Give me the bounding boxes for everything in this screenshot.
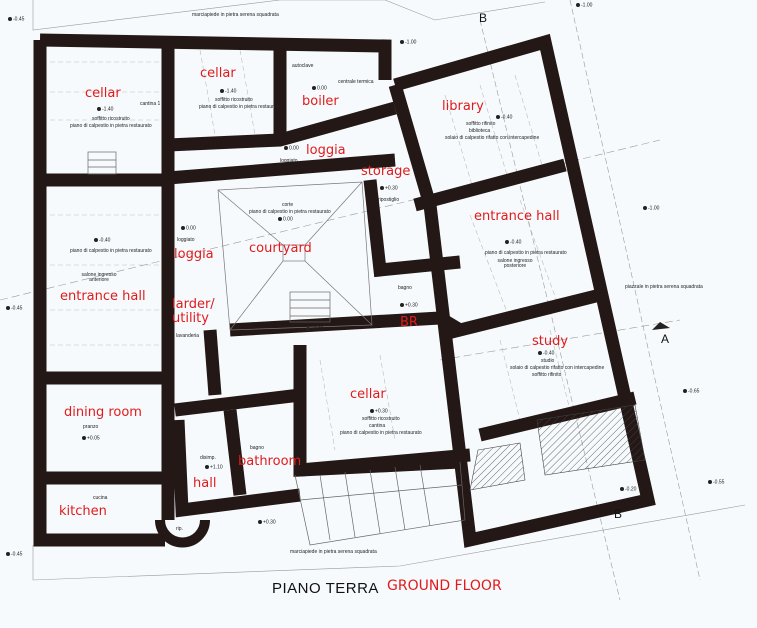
plan-title-english: GROUND FLOOR: [387, 578, 502, 594]
room-label-bathroom: bathroom: [238, 454, 302, 469]
annotation-salone-post-floor: piano di calpestio in pietra restaurato: [485, 250, 567, 256]
plan-title: PIANO TERRA: [272, 580, 379, 597]
annotation-centrale: centrale termica: [338, 79, 374, 85]
room-label-br: BR: [400, 315, 418, 330]
annotation-studio-floor: solaio di calpestio rifatto con intercap…: [510, 365, 605, 371]
tower-wall: [155, 519, 210, 548]
annotation-square: piazzale in pietra serena squadrata: [625, 284, 703, 290]
annotation-soffitto-north: soffitto ricostruito: [215, 97, 253, 103]
elevation-mark: 0.00: [312, 86, 327, 91]
room-label-library: library: [442, 99, 484, 114]
room-label-cellar-central: cellar: [350, 387, 386, 402]
elevation-mark: +0.05: [82, 436, 100, 441]
annotation-sidewalk-bottom: marciapiede in pietra serena squadrata: [290, 549, 377, 555]
ceiling-beams: [50, 49, 571, 451]
elevation-mark: +1.20: [306, 327, 324, 332]
annotation-corte: corte: [282, 202, 294, 208]
annotation-cantina: cantina: [369, 423, 386, 429]
annotation-lavanderia: lavanderia: [176, 333, 200, 339]
annotation-bagno-south: bagno: [250, 445, 264, 451]
elevation-mark: 0.00: [181, 226, 196, 231]
annotation-bagno: bagno: [398, 285, 412, 291]
elevation-mark: -1.00: [643, 206, 659, 211]
annotation-loggiato-north: loggiato: [280, 158, 298, 164]
annotation-biblioteca-floor: solaio di calpestio rifatto con intercap…: [445, 135, 540, 141]
annotation-cucina: cucina: [93, 495, 108, 501]
annotation-salone-ant-floor: piano di calpestio in pietra restaurato: [70, 248, 152, 254]
room-label-study: study: [532, 334, 569, 349]
room-label-dining-room: dining room: [64, 405, 142, 420]
elevation-mark: -1.00: [576, 3, 592, 8]
section-arrow-a: [652, 322, 670, 330]
elevation-mark: +0.30: [258, 520, 276, 525]
elevation-mark: -0.20: [620, 487, 636, 492]
room-label-loggia-west: loggia: [174, 247, 214, 262]
annotation-cantina-soffitto: soffitto ricostruito: [362, 416, 400, 422]
elevation-mark: -1.40: [97, 107, 113, 112]
elevation-mark: +0.30: [380, 186, 398, 191]
section-marker-a: A: [661, 332, 670, 346]
elevation-mark: 0.00: [278, 217, 293, 222]
annotation-biblioteca-soffitto: soffitto rifinito: [466, 121, 496, 127]
annotation-soffitto-west: soffitto ricostruito: [92, 116, 130, 122]
elevation-mark: -1.40: [220, 89, 236, 94]
annotation-rip: rip.: [176, 526, 183, 532]
room-label-courtyard: courtyard: [249, 241, 312, 256]
annotation-autoclave: autoclave: [292, 63, 314, 69]
courtyard-drawing: [217, 181, 373, 331]
room-label-cellar-west: cellar: [85, 86, 121, 101]
room-label-cellar-north: cellar: [200, 66, 236, 81]
room-label-storage: storage: [361, 164, 411, 179]
annotation-studio-soffitto: soffitto rifinito: [532, 372, 562, 378]
section-marker-b-top: B: [479, 11, 488, 25]
hatched-area: [536, 404, 646, 476]
elevation-mark: -0.40: [538, 351, 554, 356]
annotation-cantina1: cantina 1: [140, 101, 161, 107]
elevation-mark: -0.45: [6, 306, 22, 311]
annotation-corte-floor: piano di calpestio in pietra restaurato: [249, 209, 331, 215]
room-label-boiler: boiler: [302, 94, 339, 109]
elevation-mark: +0.30: [400, 303, 418, 308]
annotation-floor-west: piano di calpestio in pietra restaurato: [70, 123, 152, 129]
elevation-mark: 0.00: [284, 146, 299, 151]
elevation-mark: -0.55: [708, 480, 724, 485]
room-label-hall: hall: [193, 476, 217, 491]
room-label-loggia-north: loggia: [306, 143, 346, 158]
room-label-larder-utility: larder/ utility: [172, 297, 215, 327]
room-label-entrance-hall-west: entrance hall: [60, 289, 146, 304]
room-label-kitchen: kitchen: [59, 504, 107, 519]
annotation-studio: studio: [541, 358, 555, 364]
hatched-area: [469, 442, 526, 491]
stairs: [87, 151, 466, 546]
annotation-pranzo: pranzo: [83, 424, 99, 430]
annotation-sidewalk-top: marciapiede in pietra serena squadrata: [192, 12, 279, 18]
elevation-mark: -0.45: [8, 17, 24, 22]
elevation-mark: -1.00: [400, 40, 416, 45]
section-marker-b-bottom: B: [614, 507, 623, 521]
elevation-mark: -0.40: [94, 238, 110, 243]
annotation-disimp: disimp.: [200, 455, 216, 461]
elevation-mark: +1.10: [205, 465, 223, 470]
annotation-salone-ant: salone ingresso anteriore: [81, 272, 117, 283]
room-label-entrance-hall-east: entrance hall: [474, 209, 560, 224]
elevation-mark: -0.40: [505, 240, 521, 245]
annotation-biblioteca: biblioteca: [469, 128, 491, 134]
annotation-loggiato-west: loggiato: [177, 237, 195, 243]
annotation-cantina-floor: piano di calpestio in pietra restaurato: [340, 430, 422, 436]
walls: [33, 33, 656, 548]
elevation-mark: -0.40: [496, 115, 512, 120]
elevation-mark: -0.45: [6, 552, 22, 557]
elevation-mark: +0.30: [370, 409, 388, 414]
annotation-salone-post: salone ingresso posteriore: [497, 258, 533, 269]
annotation-ripostiglio: ripostiglio: [378, 197, 400, 203]
annotation-floor-north: piano di calpestio in pietra restaurato: [199, 104, 281, 110]
elevation-mark: -0.65: [683, 389, 699, 394]
